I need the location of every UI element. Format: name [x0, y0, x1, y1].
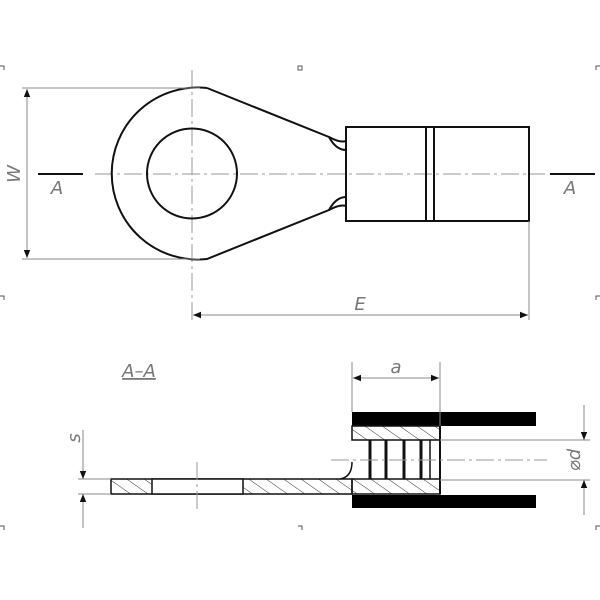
width-dimension-label: W	[4, 164, 25, 183]
top-view: W A A E	[4, 70, 595, 320]
length-dimension-label: E	[354, 294, 366, 315]
thickness-label: s	[64, 433, 85, 442]
section-mark-right: A	[563, 178, 576, 199]
stud-hole	[146, 127, 238, 220]
section-title: A–A	[121, 361, 156, 382]
sheet-corner-marks	[0, 65, 600, 530]
barrel-length-label: a	[390, 357, 401, 378]
section-mark-left: A	[50, 178, 63, 199]
diameter-label: ⌀d	[564, 448, 585, 471]
insulated-barrel	[345, 126, 530, 222]
section-view: A–A a s	[64, 357, 590, 528]
